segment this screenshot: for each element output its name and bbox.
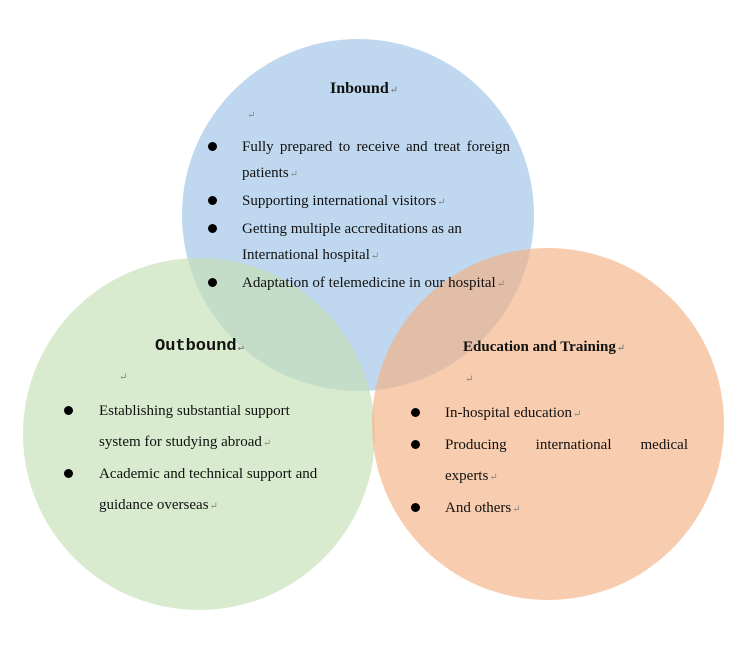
education-title: Education and Training↵: [463, 339, 626, 355]
list-item: Supporting international visitors↵: [208, 188, 510, 216]
list-item: Getting multiple accreditations as an In…: [208, 216, 504, 270]
education-list: In-hospital education↵ Producing interna…: [411, 398, 688, 525]
inbound-title: Inbound↵: [330, 80, 399, 97]
outbound-list: Establishing substantial support system …: [64, 396, 317, 522]
list-item: Academic and technical support and guida…: [64, 459, 339, 522]
list-item: Adaptation of telemedicine in our hospit…: [208, 270, 510, 298]
outbound-empty-line: ↵: [119, 372, 128, 383]
inbound-list: Fully prepared to receive and treat fore…: [208, 134, 510, 298]
outbound-title: Outbound↵: [155, 337, 244, 356]
education-empty-line: ↵: [465, 374, 474, 385]
list-item: And others↵: [411, 493, 688, 525]
education-circle: [372, 248, 724, 600]
list-item: In-hospital education↵: [411, 398, 688, 430]
list-item: Establishing substantial support system …: [64, 396, 313, 459]
list-item: Fully prepared to receive and treat fore…: [208, 134, 510, 188]
inbound-empty-line: ↵: [247, 110, 256, 121]
outbound-circle: [23, 258, 375, 610]
list-item: Producing international medical experts↵: [411, 430, 688, 493]
